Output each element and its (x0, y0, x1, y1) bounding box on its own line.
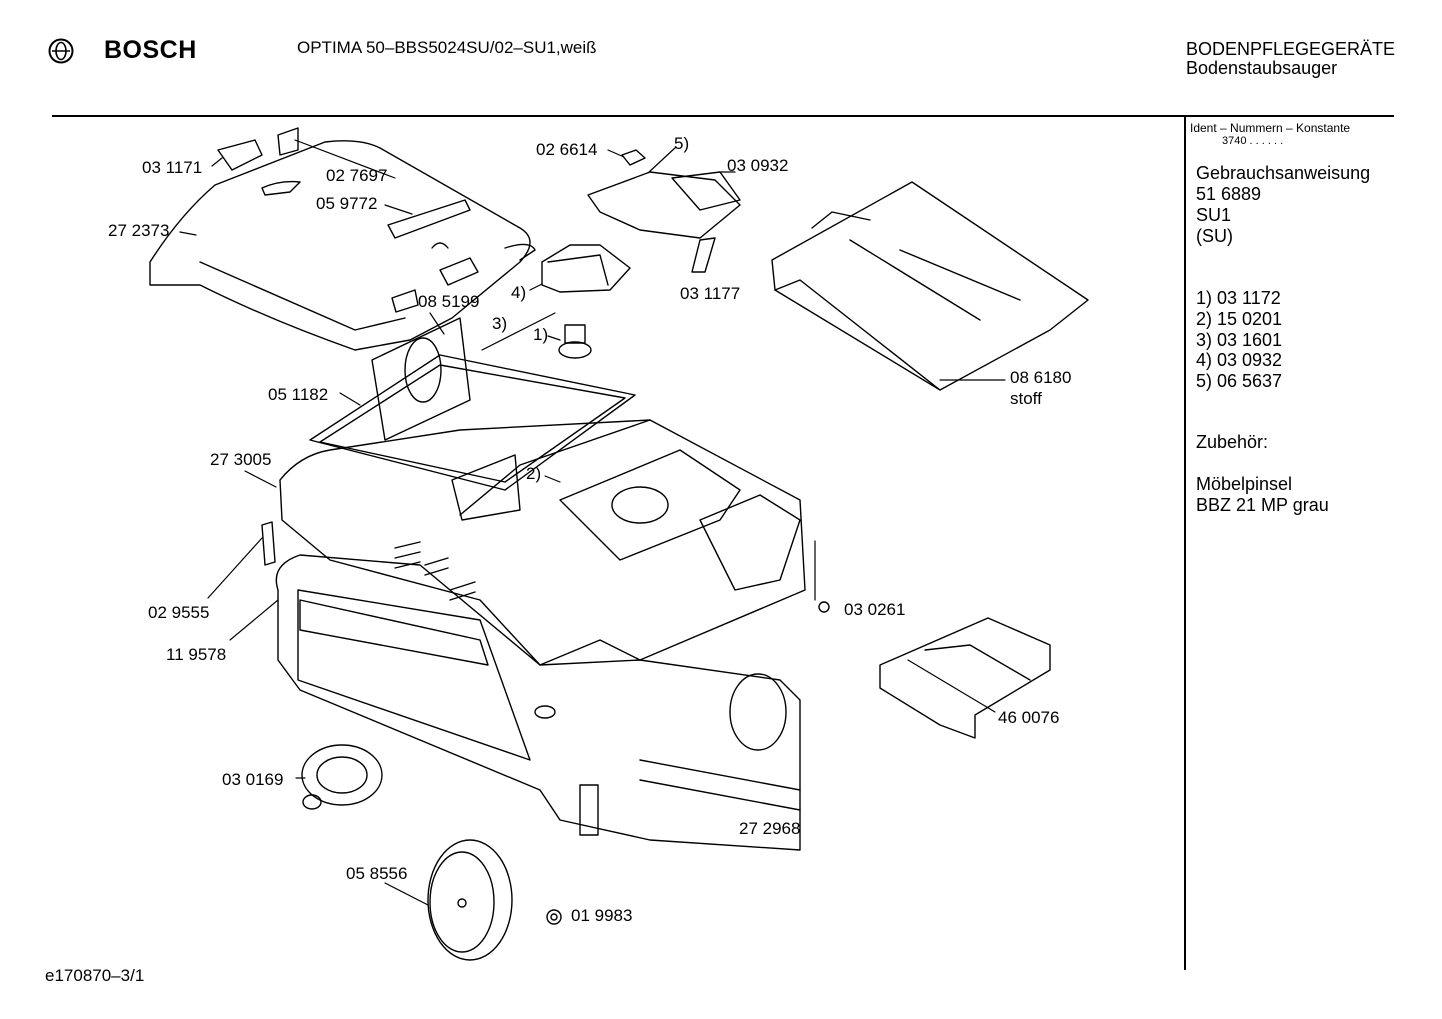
nut-part (546, 909, 562, 925)
variant: SU1 (1196, 205, 1232, 225)
sidebar-divider (1184, 117, 1186, 970)
part-label: 46 0076 (998, 708, 1060, 727)
small-bracket-parts (391, 242, 536, 313)
category-sub: Bodenstaubsauger (1186, 58, 1338, 78)
manual-label: Gebrauchsanweisung (1196, 163, 1371, 183)
ref-item: 4) 03 0932 (1196, 350, 1283, 370)
ref-label: 2) (526, 464, 542, 483)
rear-wheel-part (427, 839, 513, 961)
part-label: 08 5199 (418, 292, 480, 311)
part-label: 03 0261 (844, 600, 906, 619)
part-label: 05 8556 (346, 864, 408, 883)
category-main: BODENPFLEGEGERÄTE (1186, 39, 1396, 59)
model-title: OPTIMA 50–BBS5024SU/02–SU1,weiß (297, 38, 597, 57)
brand-name: BOSCH (104, 36, 197, 64)
part-label: 03 0932 (727, 156, 789, 175)
accessory-code: BBZ 21 MP grau (1196, 495, 1329, 515)
filter-cover-part (587, 149, 741, 273)
part-label: 02 6614 (536, 140, 598, 159)
ref-item: 5) 06 5637 (1196, 371, 1283, 391)
ref-item: 2) 15 0201 (1196, 309, 1283, 329)
latch-part (261, 521, 276, 566)
ref-label: 5) (674, 134, 690, 153)
accessory-name: Möbelpinsel (1196, 474, 1293, 494)
ref-item: 3) 03 1601 (1196, 330, 1283, 350)
ring-part (818, 601, 830, 613)
part-label: 05 1182 (268, 385, 329, 404)
manual-number: 51 6889 (1196, 184, 1262, 204)
housing-body (279, 317, 806, 666)
part-label: 27 2968 (739, 819, 801, 838)
leader-lines (179, 139, 1006, 906)
part-label: 03 0169 (222, 770, 284, 789)
drawing-code: e170870–3/1 (45, 966, 145, 985)
header-divider (52, 115, 1394, 117)
filter-grille-part (541, 244, 631, 293)
clip-part (217, 127, 299, 171)
part-label: 03 1177 (680, 284, 741, 303)
ident-value: 3740 . . . . . . (1222, 135, 1284, 147)
part-label: 27 2373 (108, 221, 170, 240)
exploded-view-drawing (149, 127, 1089, 961)
part-label: 02 7697 (326, 166, 388, 185)
castor-wheel-part (301, 744, 383, 810)
part-label: 03 1171 (142, 158, 203, 177)
part-label: 02 9555 (148, 603, 210, 622)
ident-label: Ident – Nummern – Konstante (1190, 121, 1351, 135)
base-part (275, 554, 801, 851)
lid-part (149, 140, 531, 351)
part-label: 11 9578 (166, 645, 227, 664)
nozzle-part (879, 617, 1051, 739)
variant-paren: (SU) (1196, 226, 1233, 246)
ref-label: 3) (492, 314, 508, 333)
accessories-label: Zubehör: (1196, 432, 1269, 452)
part-label: 08 6180 (1010, 368, 1072, 387)
part-label: 05 9772 (316, 194, 378, 213)
knob-part (558, 324, 592, 359)
bosch-armature-icon (48, 38, 74, 64)
ref-label: 1) (533, 325, 549, 344)
part-label: 01 9983 (571, 906, 633, 925)
ref-item: 1) 03 1172 (1196, 288, 1281, 308)
ref-label: 4) (511, 283, 527, 302)
dust-bag-part (771, 181, 1089, 391)
part-label: stoff (1010, 389, 1042, 408)
strip-part (387, 199, 471, 239)
part-label: 27 3005 (210, 450, 272, 469)
